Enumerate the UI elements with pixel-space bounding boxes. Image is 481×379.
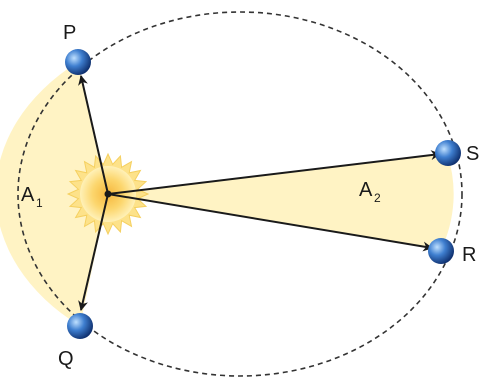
- label-area-1: A: [21, 184, 35, 206]
- label-s: S: [466, 143, 479, 165]
- planet-p: [65, 49, 91, 75]
- area-sector-2: [108, 153, 454, 250]
- label-p: P: [63, 22, 76, 44]
- label-q: Q: [58, 348, 74, 370]
- focus-point: [105, 191, 112, 198]
- label-area-1-subscript: 1: [36, 196, 43, 210]
- planet-s: [435, 140, 461, 166]
- label-r: R: [462, 244, 476, 266]
- label-area-2-subscript: 2: [374, 191, 381, 205]
- planet-q: [67, 313, 93, 339]
- planet-r: [428, 238, 454, 264]
- label-area-2: A: [359, 179, 373, 201]
